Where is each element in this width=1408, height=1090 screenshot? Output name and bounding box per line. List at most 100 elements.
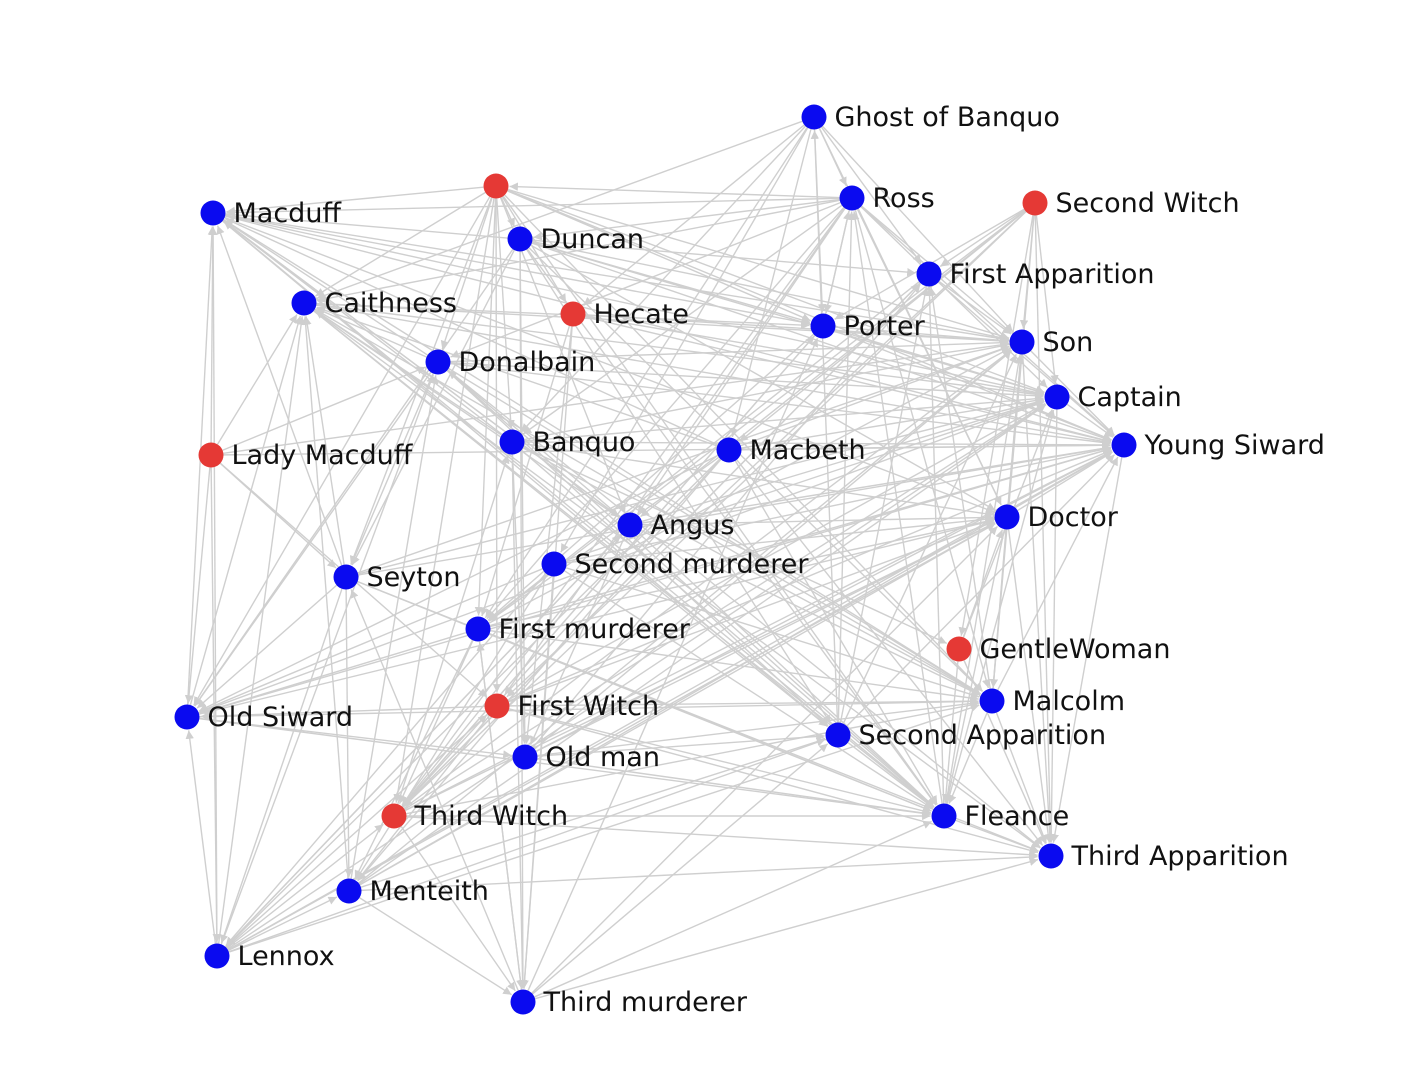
edge-macduff-to-doctor: [224, 216, 995, 514]
node-secmurderer[interactable]: [541, 551, 567, 577]
edge-caithness-to-captain: [316, 303, 1044, 399]
node-macduff[interactable]: [200, 200, 226, 226]
edge-ghost-to-son: [821, 125, 1014, 333]
node-seyton[interactable]: [333, 564, 359, 590]
node-firstmurderer[interactable]: [465, 616, 491, 642]
edge-firstwitch-to-oldsiward: [200, 705, 485, 721]
edge-witch-to-oldsiward: [193, 196, 491, 706]
node-duncan[interactable]: [507, 226, 533, 252]
node-lennox[interactable]: [204, 943, 230, 969]
edge-firstmurderer-to-doctor: [490, 517, 994, 628]
edge-secwitch-to-angus: [640, 210, 1026, 518]
node-label-menteith: Menteith: [370, 876, 489, 907]
node-label-porter: Porter: [844, 311, 926, 342]
node-firstwitch[interactable]: [484, 693, 510, 719]
edge-witch-to-son: [507, 188, 1010, 340]
node-menteith[interactable]: [336, 878, 362, 904]
node-label-thirdwitch: Third Witch: [414, 801, 569, 832]
edge-banquo-to-macduff: [223, 220, 503, 435]
node-son[interactable]: [1009, 329, 1035, 355]
edge-captain-to-youngsiward: [1066, 403, 1114, 438]
node-caithness[interactable]: [291, 290, 317, 316]
edge-lennox-to-captain: [227, 403, 1047, 950]
edge-ross-to-firstmurderer: [486, 206, 845, 620]
edge-angus-to-macduff: [223, 220, 621, 519]
edge-secapp-to-fleance: [847, 742, 934, 809]
node-label-angus: Angus: [651, 510, 735, 541]
edge-firstmurderer-to-menteith: [354, 639, 474, 880]
node-secapp[interactable]: [825, 722, 851, 748]
edge-donalbain-to-oldsiward: [194, 371, 432, 707]
node-ross[interactable]: [839, 185, 865, 211]
edge-secwitch-to-firstapp: [939, 209, 1026, 268]
edge-oldman-to-secapp: [537, 732, 825, 757]
edge-lennox-to-angus: [225, 534, 622, 948]
edge-witch-to-macduff: [226, 186, 484, 216]
node-banquo[interactable]: [499, 429, 525, 455]
edge-secapp-to-ghost: [810, 130, 839, 723]
edge-witch-to-caithness: [315, 191, 486, 297]
edge-duncan-to-oldsiward: [194, 248, 514, 707]
node-label-caithness: Caithness: [325, 288, 457, 319]
edge-ross-to-duncan: [533, 198, 840, 241]
nodes-layer: [174, 104, 1137, 1015]
node-firstapp[interactable]: [916, 261, 942, 287]
node-gentlewoman[interactable]: [946, 636, 972, 662]
edge-angus-to-fleance: [638, 532, 935, 808]
node-thirdmurderer[interactable]: [510, 989, 536, 1015]
node-thirdwitch[interactable]: [381, 803, 407, 829]
node-thirdapp[interactable]: [1038, 843, 1064, 869]
node-youngsiward[interactable]: [1111, 432, 1137, 458]
node-porter[interactable]: [810, 313, 836, 339]
node-angus[interactable]: [617, 512, 643, 538]
node-witch[interactable]: [483, 173, 509, 199]
edges-layer: [184, 120, 1123, 1000]
node-malcolm[interactable]: [979, 688, 1005, 714]
edge-ross-to-witch: [509, 182, 840, 199]
edge-angus-to-doctor: [642, 513, 994, 526]
node-captain[interactable]: [1044, 384, 1070, 410]
edge-porter-to-youngsiward: [834, 329, 1112, 441]
node-label-youngsiward: Young Siward: [1144, 430, 1325, 461]
edge-lennox-to-oldsiward: [185, 730, 217, 944]
node-label-seyton: Seyton: [367, 562, 461, 593]
edge-caithness-to-youngsiward: [316, 304, 1111, 446]
edge-son-to-thirdapp: [1022, 354, 1054, 843]
edge-menteith-to-thirdmurderer: [359, 897, 512, 996]
node-label-firstapp: First Apparition: [950, 259, 1155, 290]
edge-witch-to-donalbain: [440, 197, 493, 350]
edge-hecate-to-captain: [585, 315, 1044, 398]
edge-macduff-to-son: [225, 214, 1009, 343]
node-ghost[interactable]: [801, 104, 827, 130]
node-label-oldsiward: Old Siward: [208, 702, 354, 733]
node-secwitch[interactable]: [1022, 190, 1048, 216]
edge-lennox-to-caithness: [217, 316, 306, 944]
edge-thirdwitch-to-thirdapp: [406, 816, 1038, 859]
node-oldman[interactable]: [512, 744, 538, 770]
edge-firstapp-to-youngsiward: [937, 281, 1115, 437]
edge-donalbain-to-seyton: [350, 373, 434, 565]
node-donalbain[interactable]: [425, 349, 451, 375]
node-hecate[interactable]: [560, 301, 586, 327]
edge-firstapp-to-thirdwitch: [402, 282, 921, 807]
edge-macduff-to-firstapp: [225, 213, 916, 277]
edge-thirdwitch-to-doctor: [404, 522, 996, 812]
edge-firstwitch-to-thirdapp: [508, 708, 1039, 855]
node-fleance[interactable]: [931, 803, 957, 829]
node-label-ladymacduff: Lady Macduff: [232, 440, 414, 471]
edge-captain-to-thirdapp: [1047, 409, 1058, 843]
edge-thirdmurderer-to-seyton: [350, 589, 519, 991]
node-oldsiward[interactable]: [174, 704, 200, 730]
node-macbeth[interactable]: [716, 437, 742, 463]
edge-secmurderer-to-menteith: [355, 574, 548, 880]
node-label-firstwitch: First Witch: [518, 691, 660, 722]
edge-banquo-to-fleance: [520, 449, 935, 808]
edge-fleance-to-ross: [851, 211, 943, 804]
node-ladymacduff[interactable]: [198, 442, 224, 468]
edge-donalbain-to-macduff: [223, 219, 428, 356]
edge-ghost-to-firstmurderer: [484, 127, 808, 619]
edge-seyton-to-menteith: [344, 589, 353, 878]
node-doctor[interactable]: [994, 504, 1020, 530]
edge-secmurderer-to-malcolm: [565, 567, 980, 699]
